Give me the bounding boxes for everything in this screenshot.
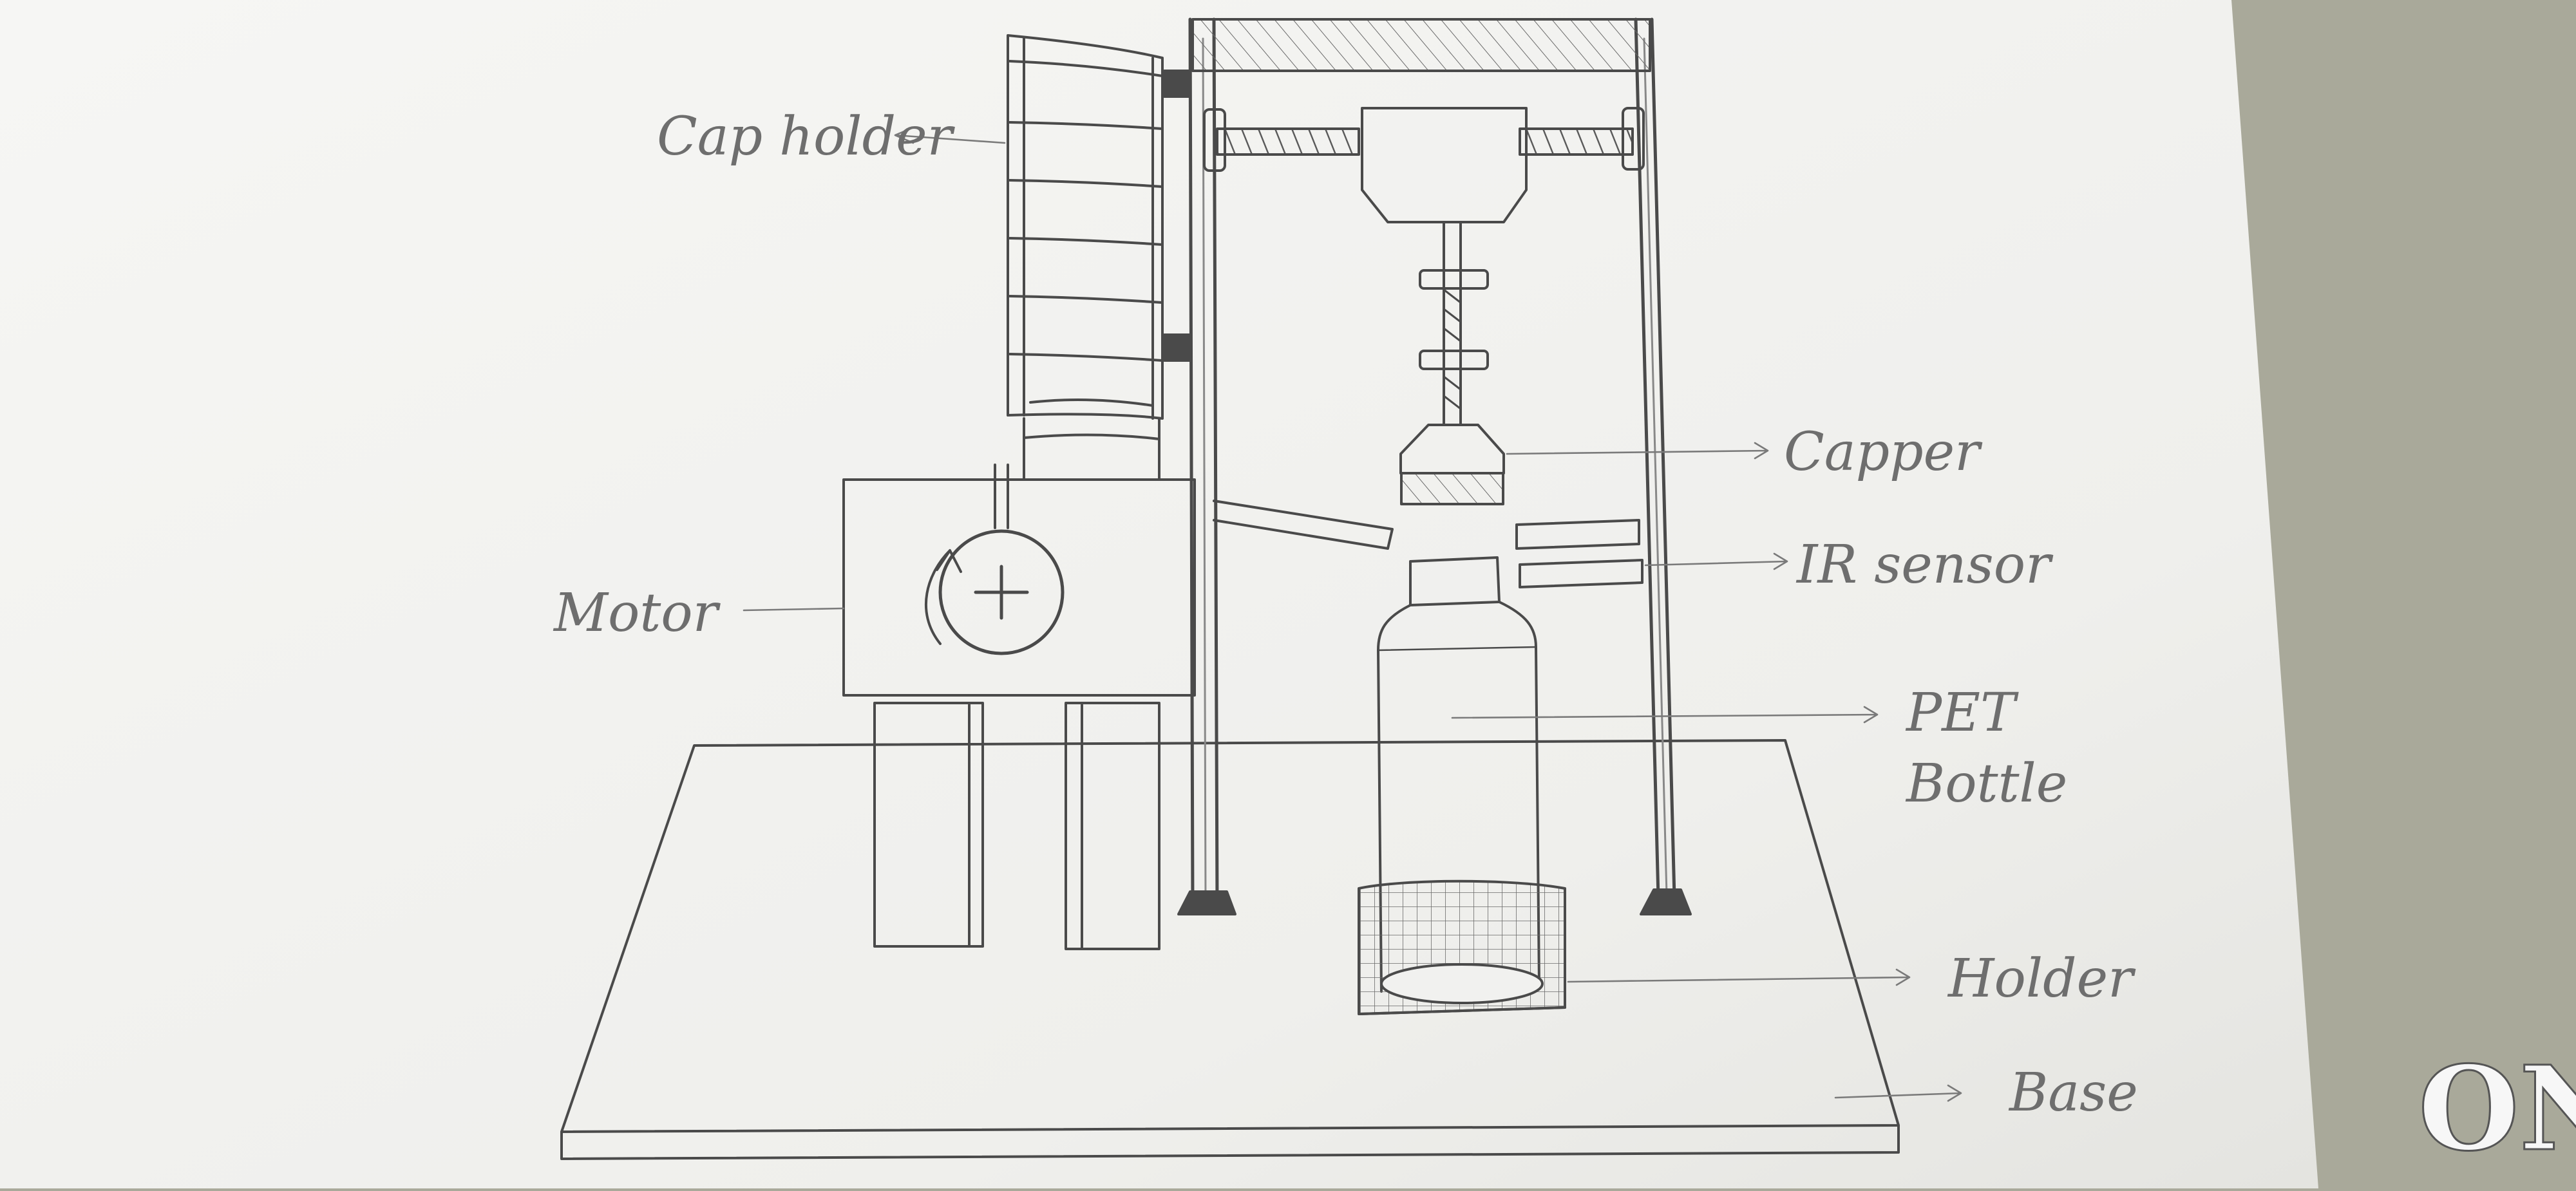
label-holder: Holder [1947,948,2136,1009]
label-cap-holder: Cap holder [657,106,956,167]
label-motor: Motor [553,583,721,644]
label-ir-sensor: IR sensor [1795,534,2054,596]
label-bottle: Bottle [1905,753,2067,814]
label-base: Base [2008,1062,2138,1123]
label-capper: Capper [1784,422,1983,483]
top-crossbar [1193,19,1650,71]
watermark: ON [2418,1041,2576,1177]
label-pet: PET [1905,682,2019,744]
bottle-holder [1359,881,1565,1014]
